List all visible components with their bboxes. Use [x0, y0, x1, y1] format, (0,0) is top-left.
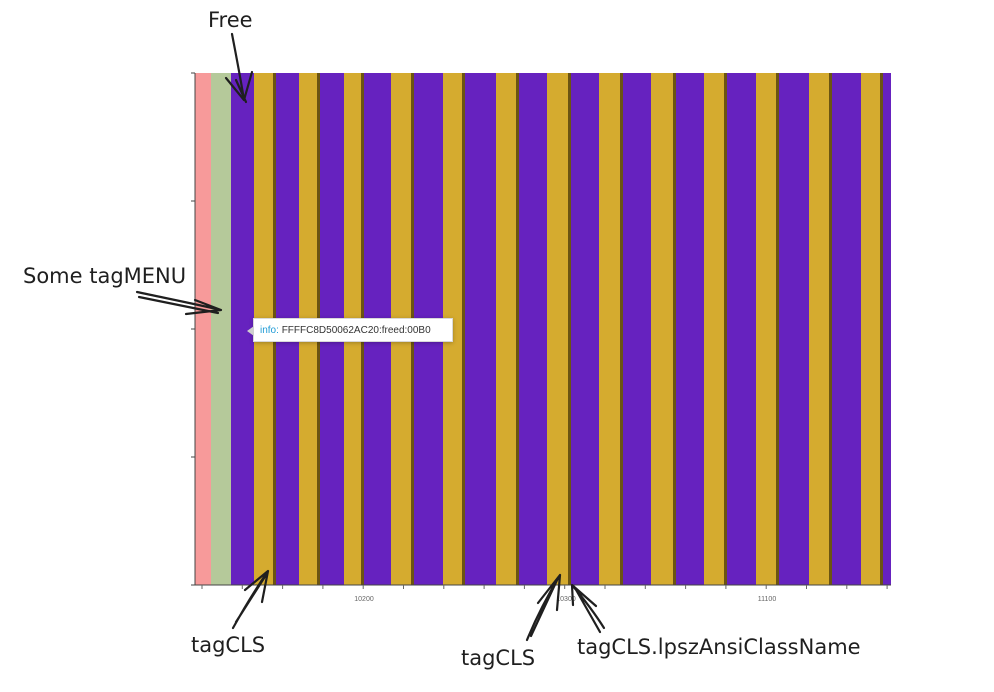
- memory-block-edge: [880, 73, 883, 585]
- tooltip-value: FFFFC8D50062AC20:freed:00B0: [281, 325, 431, 336]
- memory-block-edge: [829, 73, 832, 585]
- memory-block-edge: [516, 73, 519, 585]
- annotation-tagcls-left-label: tagCLS: [191, 633, 265, 657]
- arrow-free: [224, 32, 254, 104]
- memory-block-purple: [623, 73, 651, 585]
- memory-block-purple: [676, 73, 704, 585]
- memory-block-edge: [462, 73, 465, 585]
- tooltip-label: info:: [260, 325, 279, 336]
- memory-block-purple: [231, 73, 254, 585]
- memory-block-edge: [776, 73, 779, 585]
- memory-block-gold: [756, 73, 779, 585]
- annotation-tagcls-field-label: tagCLS.lpszAnsiClassName: [577, 635, 861, 659]
- annotation-tagcls-field: tagCLS.lpszAnsiClassName: [570, 583, 861, 659]
- memory-block-gold: [496, 73, 519, 585]
- memory-block-purple: [465, 73, 496, 585]
- annotation-free: Free: [208, 8, 254, 104]
- memory-block-gold: [599, 73, 623, 585]
- memory-block-gold: [704, 73, 727, 585]
- memory-block-sage: [211, 73, 231, 585]
- memory-block-edge: [568, 73, 571, 585]
- arrow-tagcls-left: [231, 569, 270, 630]
- memory-block-edge: [724, 73, 727, 585]
- annotation-tagcls-mid: tagCLS: [461, 573, 562, 670]
- memory-block-purple: [519, 73, 547, 585]
- axes: 10200 10300 11100: [191, 72, 891, 603]
- memory-block-edge: [673, 73, 676, 585]
- annotation-tagcls-left: tagCLS: [191, 569, 270, 657]
- memory-block-edge: [620, 73, 623, 585]
- memory-block-purple: [571, 73, 599, 585]
- arrow-tagcls-field: [570, 583, 606, 634]
- memory-block-gold: [443, 73, 465, 585]
- x-tick-label: 10300: [556, 596, 576, 603]
- memory-block-pink: [195, 73, 211, 585]
- x-tick-label: 11100: [758, 596, 777, 603]
- memory-block-gold: [809, 73, 832, 585]
- arrow-tagcls-mid: [525, 573, 562, 642]
- memory-block-purple: [779, 73, 809, 585]
- x-ticks: [201, 585, 888, 589]
- x-tick-label: 10200: [354, 596, 374, 603]
- info-tooltip: info: FFFFC8D50062AC20:freed:00B0: [247, 318, 453, 342]
- memory-block-gold: [651, 73, 676, 585]
- memory-block-purple: [883, 73, 891, 585]
- memory-block-purple: [832, 73, 861, 585]
- memory-block-gold: [861, 73, 883, 585]
- memory-block-purple: [727, 73, 756, 585]
- annotation-tagcls-mid-label: tagCLS: [461, 646, 535, 670]
- annotation-some-tagmenu-label: Some tagMENU: [23, 264, 186, 288]
- annotation-some-tagmenu: Some tagMENU: [23, 264, 223, 316]
- arrow-some-tagmenu: [135, 290, 223, 316]
- memory-block-gold: [547, 73, 571, 585]
- annotation-free-label: Free: [208, 8, 253, 32]
